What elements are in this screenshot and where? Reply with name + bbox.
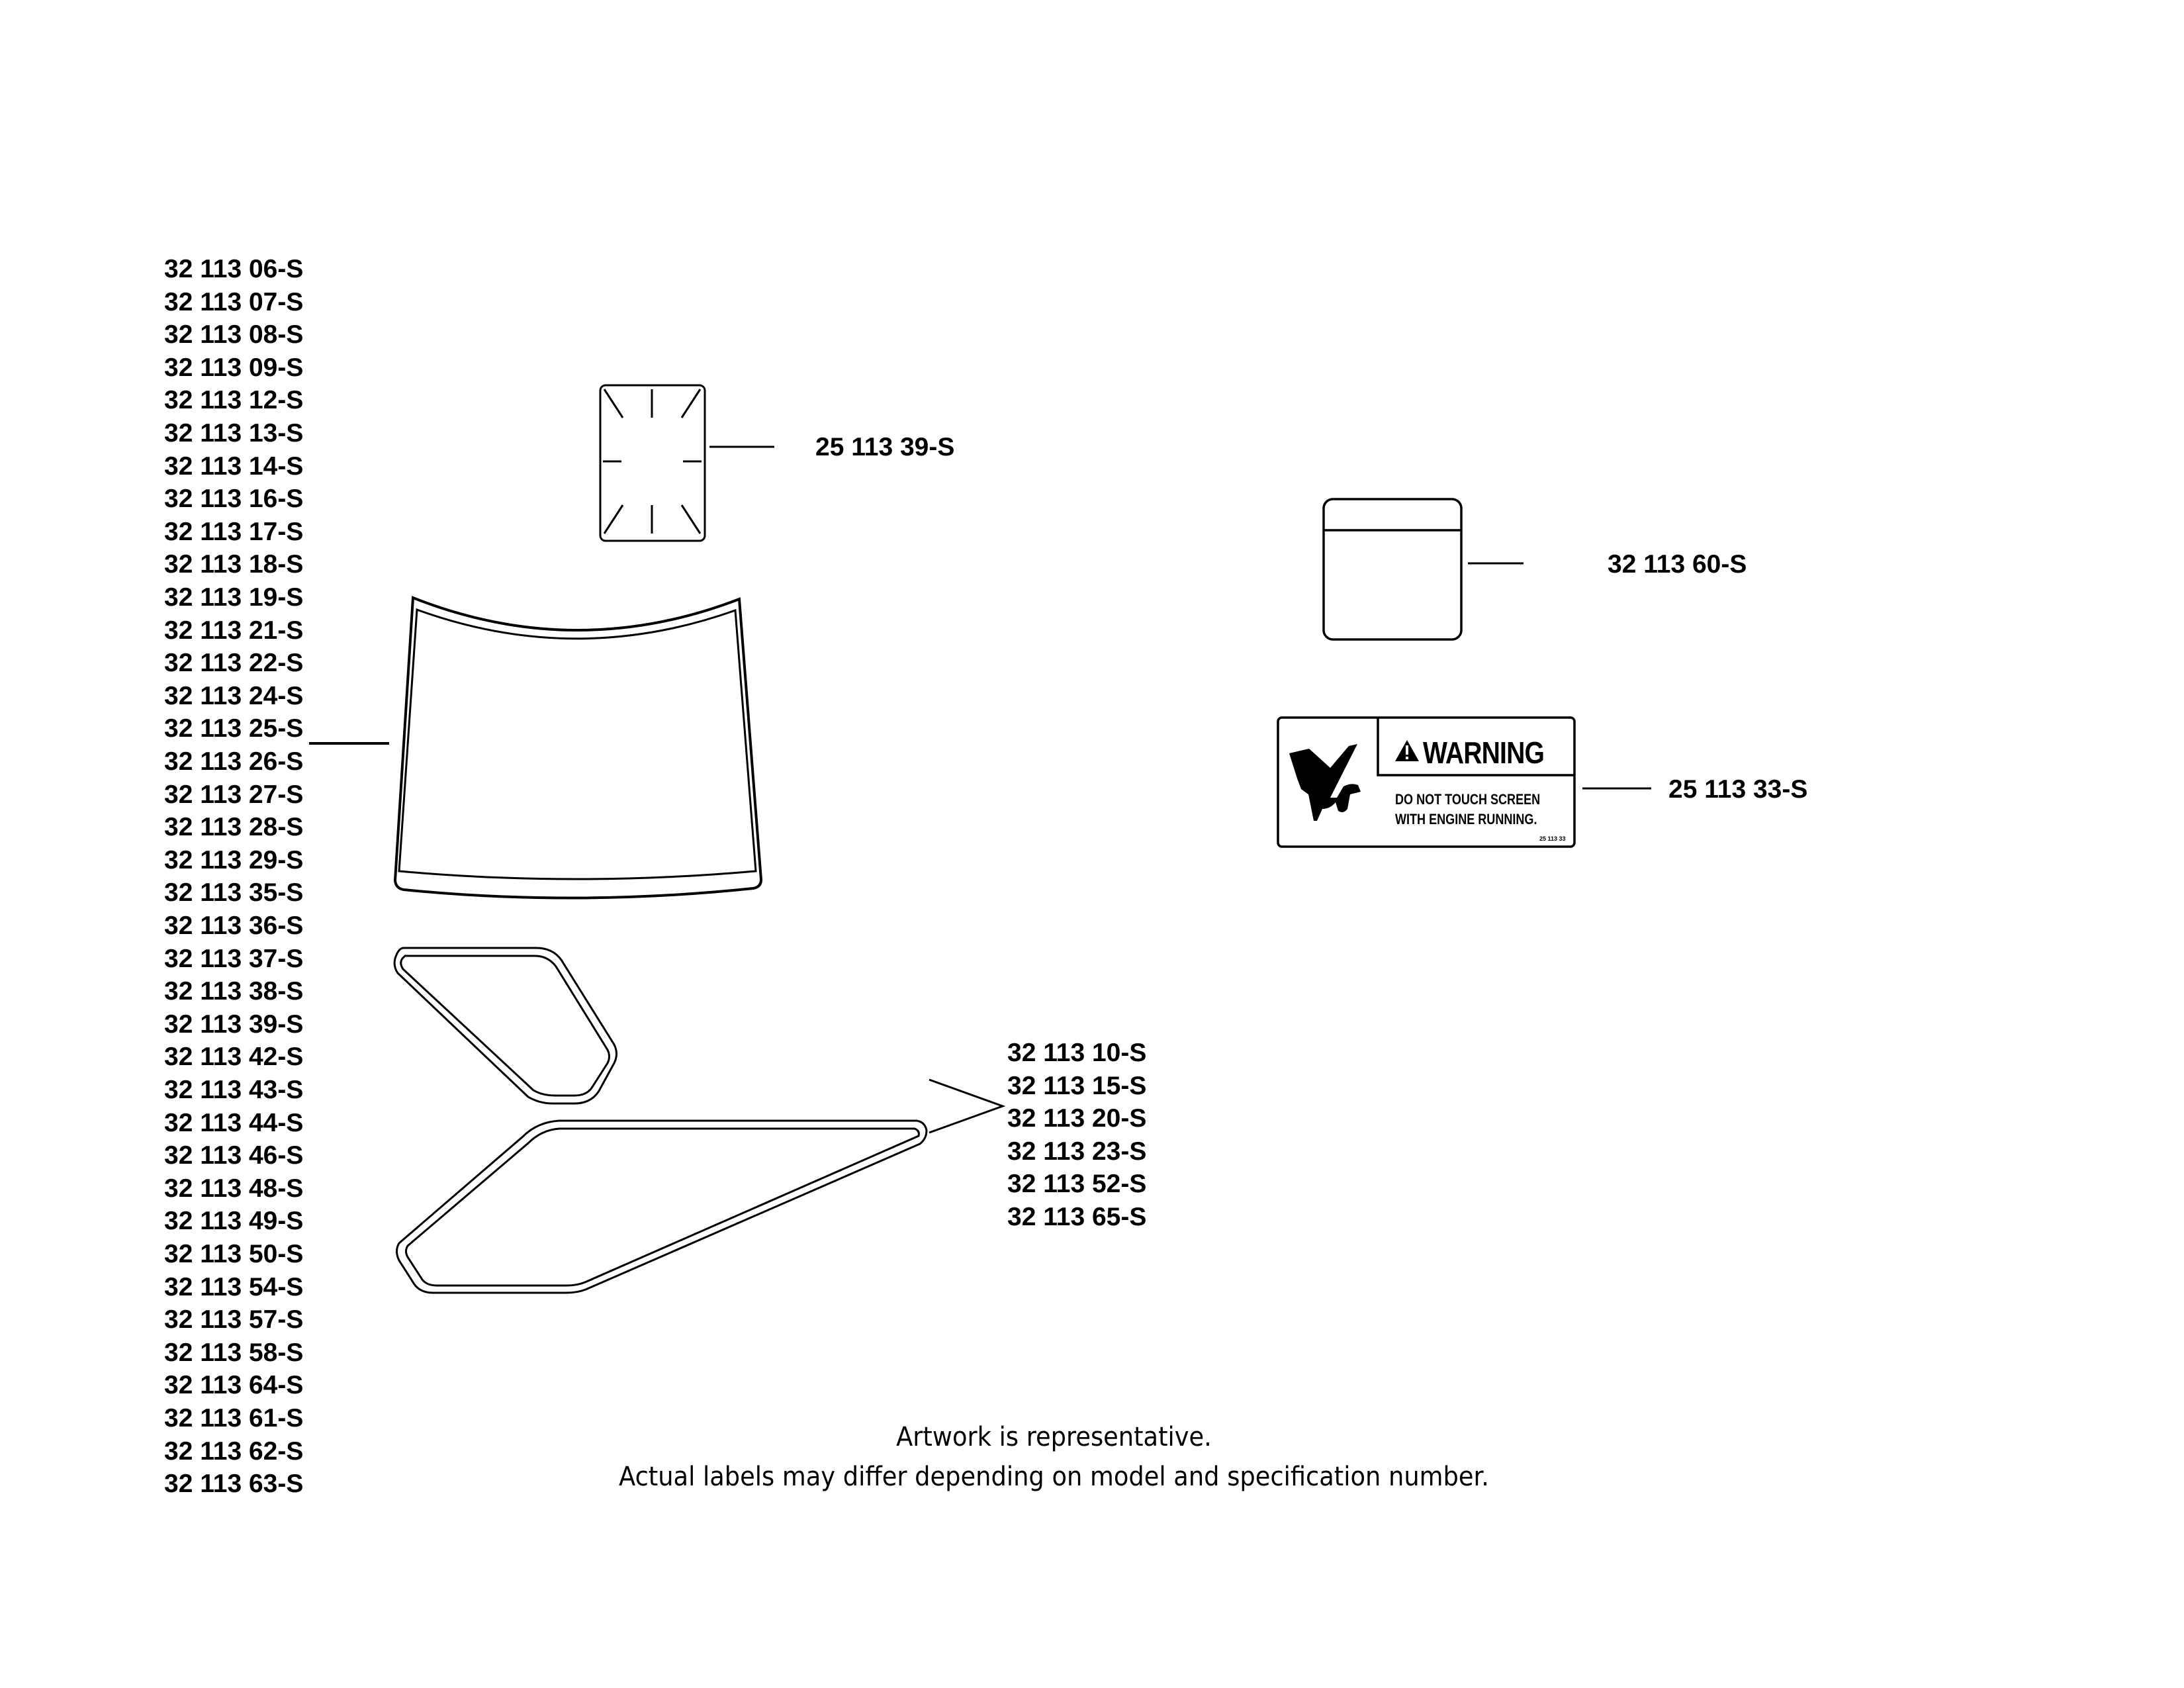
part-number: 32 113 29-S: [164, 845, 304, 874]
part-number: 32 113 15-S: [1007, 1071, 1147, 1100]
part-number: 32 113 52-S: [1007, 1170, 1147, 1199]
part-number: 32 113 35-S: [164, 878, 304, 908]
part-number: 32 113 13-S: [164, 419, 304, 447]
part-number: 32 113 17-S: [164, 517, 304, 546]
hand-entanglement-hazard-icon: [1289, 744, 1361, 821]
part-number: 32 113 14-S: [164, 451, 304, 481]
part-number: 32 113 22-S: [164, 649, 304, 678]
note-labels-may-differ: Actual labels may differ depending on mo…: [619, 1462, 1489, 1492]
part-number: 32 113 16-S: [164, 485, 304, 514]
part-number: 32 113 09-S: [164, 353, 304, 382]
part-number: 32 113 12-S: [164, 386, 304, 415]
part-number: 32 113 62-S: [164, 1436, 304, 1466]
part-number: 32 113 64-S: [164, 1371, 304, 1400]
small-rect-decal: [599, 384, 706, 542]
part-number: 32 113 65-S: [1007, 1203, 1147, 1231]
part-number: 32 113 58-S: [164, 1338, 304, 1367]
part-number: 32 113 61-S: [164, 1404, 304, 1432]
part-number: 32 113 48-S: [164, 1174, 304, 1203]
upper-side-decal: [393, 947, 617, 1105]
part-number: 32 113 24-S: [164, 681, 304, 710]
warning-decal-line2: WITH ENGINE RUNNING.: [1395, 811, 1537, 827]
warning-decal-line1: DO NOT TOUCH SCREEN: [1395, 791, 1541, 808]
part-number: 32 113 50-S: [164, 1240, 304, 1268]
part-number: 32 113 26-S: [164, 747, 304, 776]
part-number: 32 113 57-S: [164, 1305, 304, 1335]
callout-warning-part-number: 25 113 33-S: [1668, 775, 1808, 804]
part-number: 32 113 28-S: [164, 813, 304, 842]
part-number: 32 113 06-S: [164, 255, 304, 283]
part-number: 32 113 10-S: [1007, 1039, 1147, 1067]
part-number: 32 113 46-S: [164, 1141, 304, 1170]
part-number: 32 113 42-S: [164, 1043, 304, 1072]
callout-card-part-number: 32 113 60-S: [1608, 550, 1747, 579]
lower-side-decal: [396, 1119, 928, 1294]
part-number: 32 113 21-S: [164, 616, 304, 645]
part-number: 32 113 08-S: [164, 320, 304, 350]
part-number: 32 113 37-S: [164, 944, 304, 973]
part-number: 32 113 63-S: [164, 1470, 304, 1499]
leader-line-side-decals: [929, 1078, 1006, 1134]
part-number: 32 113 23-S: [1007, 1137, 1147, 1166]
part-number: 32 113 36-S: [164, 912, 304, 940]
trapezoid-decal: [393, 596, 763, 900]
part-number: 32 113 18-S: [164, 550, 304, 579]
part-number: 32 113 27-S: [164, 780, 304, 809]
warning-decal-outline: [1277, 716, 1576, 848]
part-number: 32 113 20-S: [1007, 1104, 1147, 1133]
card-decal: [1322, 498, 1463, 641]
callout-small-rect-part-number: 25 113 39-S: [815, 433, 955, 461]
left-part-number-list: 32 113 06-S 32 113 07-S 32 113 08-S 32 1…: [164, 256, 336, 1501]
warning-decal-code: 25 113 33: [1539, 835, 1566, 842]
part-number: 32 113 07-S: [164, 287, 304, 316]
part-number: 32 113 39-S: [164, 1009, 304, 1039]
part-number: 32 113 54-S: [164, 1272, 304, 1301]
part-number: 32 113 43-S: [164, 1076, 304, 1104]
part-number: 32 113 25-S: [164, 714, 304, 743]
part-number: 32 113 38-S: [164, 977, 304, 1006]
part-number: 32 113 19-S: [164, 583, 304, 612]
warning-decal-message: DO NOT TOUCH SCREEN WITH ENGINE RUNNING.: [1395, 790, 1540, 829]
part-number: 32 113 44-S: [164, 1108, 304, 1137]
side-decal-part-number-list: 32 113 10-S 32 113 15-S 32 113 20-S 32 1…: [1007, 1040, 1179, 1239]
note-artwork-representative: Artwork is representative.: [896, 1422, 1212, 1452]
warning-decal-title: WARNING: [1423, 735, 1545, 770]
part-number: 32 113 49-S: [164, 1207, 304, 1236]
warning-triangle-icon: [1395, 740, 1419, 761]
